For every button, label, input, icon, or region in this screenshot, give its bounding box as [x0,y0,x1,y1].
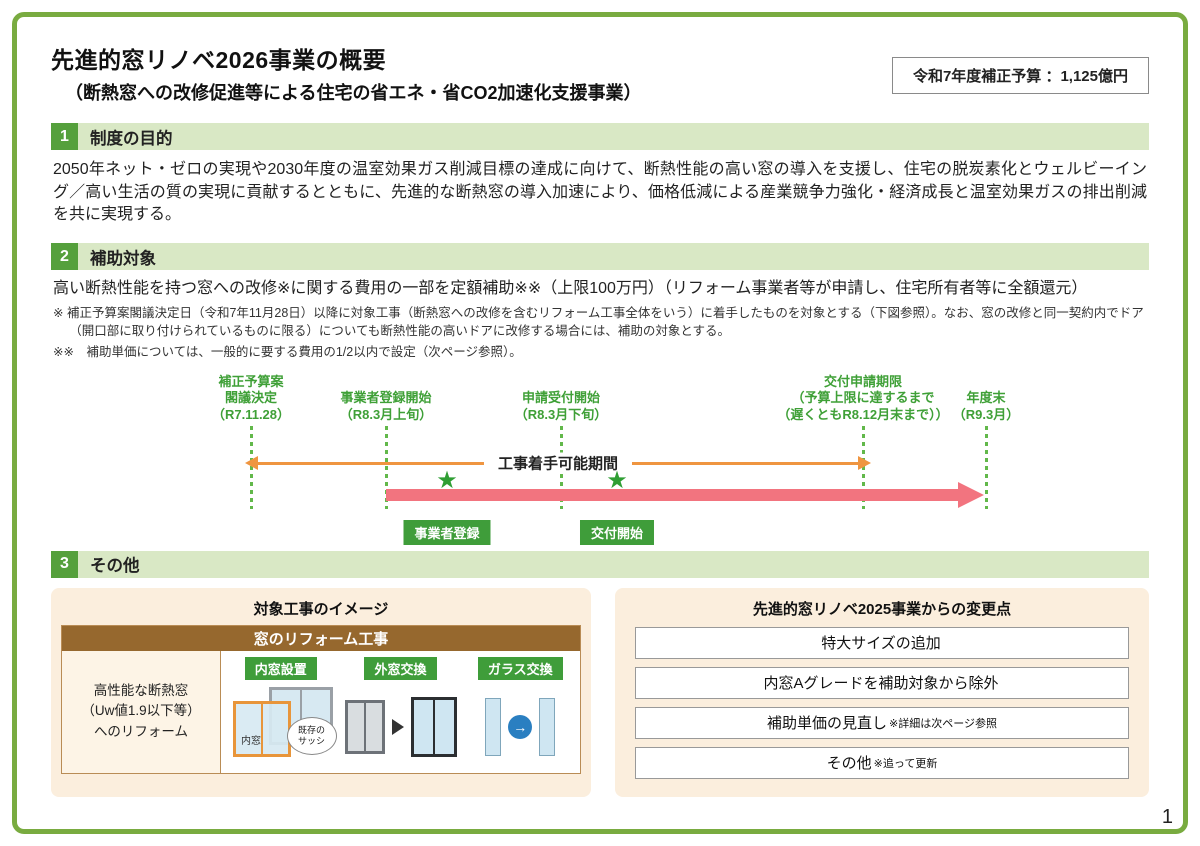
glass-replace-illustration: → [465,685,577,769]
target-works-title: 対象工事のイメージ [253,600,389,618]
changes-title: 先進的窓リノベ2025事業からの変更点 [752,600,1012,618]
inner-window-graphic [233,700,291,757]
timeline-arrow [386,481,984,508]
title-block: 先進的窓リノベ2026事業の概要 （断熱窓への改修促進等による住宅の省エネ・省C… [51,41,641,105]
work-period-label: 工事着手可能期間 [483,452,633,474]
work-col-glass: ガラス交換 → [460,650,580,773]
purpose-body-text: 2050年ネット・ゼロの実現や2030年度の温室効果ガス削減目標の達成に向けて、… [53,161,1147,224]
dotted-line-2 [384,425,388,509]
glass-pane-graphic [485,697,502,756]
outer-window-illustration [344,685,457,769]
section-subsidy: 2 補助対象 高い断熱性能を持つ窓への改修※に関する費用の一部を定額補助※※（上… [51,243,1149,551]
change-row-1: 特大サイズの追加 [635,626,1129,659]
work-col-inner-window: 内窓設置 内窓 既存の サッシ [221,650,341,773]
glass-replace-chip: ガラス交換 [477,656,563,680]
changes-box: 先進的窓リノベ2025事業からの変更点 特大サイズの追加 内窓Aグレードを補助対… [615,587,1149,797]
existing-sash-badge: 既存の サッシ [286,716,337,755]
milestone-cabinet-decision: 補正予算案 閣議決定 （R7.11.28） [211,374,291,422]
milestone-fiscal-year-end: 年度末 （R9.3月） [952,390,1020,422]
change-row-text: 特大サイズの追加 [821,635,941,653]
work-period-arrow: 工事着手可能期間 [245,452,871,474]
section-number-2: 2 [51,243,78,271]
section-purpose-header: 1 制度の目的 [51,123,1149,150]
change-row-note: ※追って更新 [873,757,938,770]
old-window-graphic [344,699,385,754]
budget-box: 令和7年度補正予算 ：1,125億円 [891,57,1149,94]
star-icon: ★ [436,466,458,494]
works-left-cell: 高性能な断熱窓 （Uw値1.9以下等） へのリフォーム [62,650,221,773]
arrow-right-icon: → [508,714,533,739]
document-frame: 先進的窓リノベ2026事業の概要 （断熱窓への改修促進等による住宅の省エネ・省C… [12,12,1188,834]
new-window-graphic [410,696,457,757]
change-row-text: 補助単価の見直し [766,715,887,733]
work-col-outer-window: 外窓交換 [340,650,461,773]
subsidy-note-1: ※ 補正予算案閣議決定日（令和7年11月28日）以降に対象工事（断熱窓への改修を… [53,305,1144,338]
star-icon: ★ [606,466,628,494]
section-heading-other: その他 [78,550,1149,578]
outer-window-chip: 外窓交換 [364,656,437,680]
change-row-2: 内窓Aグレードを補助対象から除外 [635,666,1129,699]
works-table: 窓のリフォーム工事 高性能な断熱窓 （Uw値1.9以下等） へのリフォーム 内窓… [61,624,581,774]
change-row-4: その他 ※追って更新 [635,746,1129,779]
inner-window-label: 内窓 [241,735,261,747]
section-subsidy-header: 2 補助対象 [51,243,1149,271]
section-other-header: 3 その他 [51,550,1149,578]
inner-window-illustration: 内窓 既存の サッシ [225,685,337,769]
change-row-note: ※詳細は次ページ参照 [889,717,997,730]
dotted-line-5 [984,425,988,509]
subsidy-note-2: ※※ 補助単価については、一般的に要する費用の1/2以内で設定（次ページ参照）。 [53,344,522,359]
swap-arrow-icon [391,718,404,735]
section-number-3: 3 [51,550,78,578]
section-heading-subsidy: 補助対象 [78,243,1149,271]
subsidy-lead-text: 高い断熱性能を持つ窓への改修※に関する費用の一部を定額補助※※（上限100万円）… [53,280,1088,298]
page-number: 1 [1161,806,1173,828]
change-row-3: 補助単価の見直し ※詳細は次ページ参照 [635,706,1129,739]
schedule-timeline: 補正予算案 閣議決定 （R7.11.28） 事業者登録開始 （R8.3月上旬） … [51,363,1149,551]
inner-window-chip: 内窓設置 [244,656,317,680]
marker-grant-start: 交付開始 [579,519,655,545]
other-content-row: 対象工事のイメージ 窓のリフォーム工事 高性能な断熱窓 （Uw値1.9以下等） … [51,587,1149,797]
target-works-box: 対象工事のイメージ 窓のリフォーム工事 高性能な断熱窓 （Uw値1.9以下等） … [51,587,591,797]
change-row-text: その他 [826,755,872,773]
section-heading-purpose: 制度の目的 [78,123,1149,150]
milestone-application-deadline: 交付申請期限 （予算上限に達するまで （遅くともR8.12月末まで）） [777,374,949,422]
change-row-text: 内窓Aグレードを補助対象から除外 [763,675,999,693]
page-subtitle: （断熱窓への改修促進等による住宅の省エネ・省CO2加速化支援事業） [65,83,642,103]
works-table-body: 高性能な断熱窓 （Uw値1.9以下等） へのリフォーム 内窓設置 内窓 既存の … [62,650,580,773]
works-table-header: 窓のリフォーム工事 [62,625,580,651]
section-purpose: 1 制度の目的 2050年ネット・ゼロの実現や2030年度の温室効果ガス削減目標… [51,123,1149,227]
section-other: 3 その他 対象工事のイメージ 窓のリフォーム工事 高性能な断熱窓 （Uw値1.… [51,550,1149,797]
milestone-application-start: 申請受付開始 （R8.3月下旬） [514,390,608,422]
page-title: 先進的窓リノベ2026事業の概要 [51,47,387,73]
marker-business-registration: 事業者登録 [403,519,491,545]
section-number-1: 1 [51,123,78,150]
milestone-registration-start: 事業者登録開始 （R8.3月上旬） [339,390,433,422]
header: 先進的窓リノベ2026事業の概要 （断熱窓への改修促進等による住宅の省エネ・省C… [51,41,1149,105]
glass-pane-graphic [539,697,556,756]
